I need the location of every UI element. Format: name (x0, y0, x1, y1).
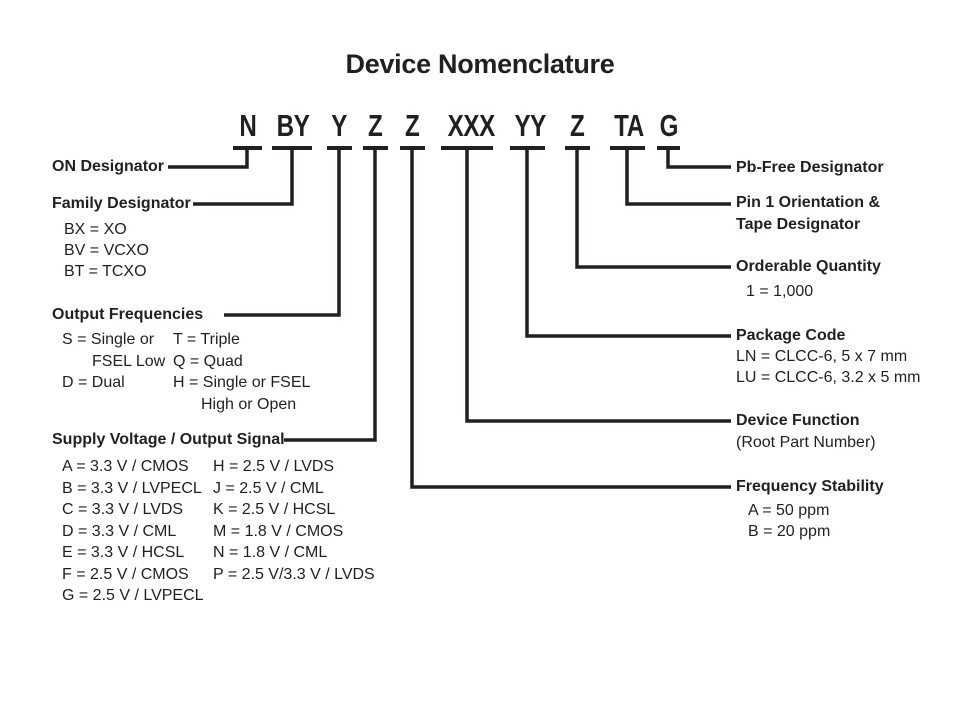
part-segment-frequency-stability-text: Z (405, 108, 420, 143)
diagram-title: Device Nomenclature (345, 49, 615, 79)
part-segment-supply-voltage: Z (363, 108, 388, 150)
supply-item-j: J = 2.5 V / CML (213, 479, 324, 497)
supply-item-c: C = 3.3 V / LVDS (62, 501, 184, 518)
output-freq-item-h-cont: High or Open (201, 395, 297, 413)
package-code-list: LN = CLCC-6, 5 x 7 mm LU = CLCC-6, 3.2 x… (736, 346, 921, 388)
label-device-function-sub: (Root Part Number) (736, 434, 876, 451)
label-package-code: Package Code (736, 327, 846, 344)
supply-item-b: B = 3.3 V / LVPECL (62, 479, 202, 497)
family-item-bt: BT = TCXO (64, 263, 147, 280)
connector-pin1-tape-line (625, 149, 731, 206)
connector-orderable-quantity-line (575, 149, 731, 269)
part-segment-pin1-tape: TA (610, 108, 645, 150)
part-segment-frequency-stability: Z (400, 108, 425, 150)
part-segment-output-frequencies-text: Y (331, 108, 348, 143)
label-output-frequencies: Output Frequencies (52, 306, 204, 323)
supply-item-p: P = 2.5 V/3.3 V / LVDS (213, 565, 375, 583)
output-freq-item-h: H = Single or FSEL (173, 374, 311, 391)
supply-item-k: K = 2.5 V / HCSL (213, 501, 336, 518)
part-segment-orderable-quantity-text: Z (570, 108, 585, 143)
label-pbfree-designator: Pb-Free Designator (736, 159, 884, 176)
frequency-stability-list: A = 50 ppm B = 20 ppm (748, 500, 830, 542)
part-segment-orderable-quantity: Z (565, 108, 590, 150)
output-freq-item-s-cont: FSEL Low (92, 352, 166, 370)
supply-item-m: M = 1.8 V / CMOS (213, 522, 344, 540)
output-freq-item-d: D = Dual (62, 374, 125, 391)
part-segment-pbfree: G (657, 108, 680, 150)
label-family-designator: Family Designator (52, 195, 191, 212)
connector-device-function-line (465, 149, 731, 423)
family-item-bx: BX = XO (64, 221, 127, 238)
supply-item-h: H = 2.5 V / LVDS (213, 458, 335, 475)
package-item-ln: LN = CLCC-6, 5 x 7 mm (736, 348, 908, 365)
freq-stability-item-b: B = 20 ppm (748, 523, 831, 540)
family-designator-list: BX = XO BV = VCXO BT = TCXO (64, 219, 149, 282)
supply-item-n: N = 1.8 V / CML (213, 544, 328, 561)
connector-family-designator-line (193, 149, 294, 206)
output-freq-item-s: S = Single or (62, 331, 155, 348)
connector-on-designator-line (168, 149, 249, 169)
label-pin1-line2: Tape Designator (736, 216, 861, 233)
label-on-designator: ON Designator (52, 158, 165, 175)
part-segment-device-function: XXX (441, 108, 496, 150)
part-segment-pin1-tape-text: TA (614, 108, 644, 143)
connector-output-frequencies-line (224, 149, 341, 317)
connector-package-code-line (525, 149, 731, 338)
label-device-function: Device Function (736, 412, 860, 429)
family-item-bv: BV = VCXO (64, 242, 149, 259)
part-segment-pbfree-text: G (659, 108, 679, 143)
label-orderable-quantity: Orderable Quantity (736, 258, 881, 275)
output-freq-item-q: Q = Quad (173, 352, 243, 370)
part-segment-output-frequencies: Y (327, 108, 352, 150)
supply-item-g: G = 2.5 V / LVPECL (62, 587, 204, 604)
label-frequency-stability: Frequency Stability (736, 478, 884, 495)
label-supply-voltage-output-signal: Supply Voltage / Output Signal (52, 431, 285, 448)
part-segment-family: BY (272, 108, 312, 150)
quantity-item: 1 = 1,000 (746, 283, 814, 300)
supply-item-f: F = 2.5 V / CMOS (62, 565, 189, 583)
package-item-lu: LU = CLCC-6, 3.2 x 5 mm (736, 369, 921, 386)
part-segment-device-function-text: XXX (447, 108, 496, 143)
freq-stability-item-a: A = 50 ppm (748, 502, 830, 519)
part-segment-family-text: BY (276, 108, 310, 143)
supply-item-e: E = 3.3 V / HCSL (62, 544, 185, 561)
supply-voltage-list-col2: H = 2.5 V / LVDS J = 2.5 V / CML K = 2.5… (213, 456, 375, 585)
supply-item-d: D = 3.3 V / CML (62, 522, 177, 540)
label-pin1-line1: Pin 1 Orientation & (736, 194, 881, 211)
part-segment-on: N (233, 108, 262, 150)
connector-frequency-stability-line (410, 149, 731, 489)
part-segment-supply-voltage-text: Z (368, 108, 383, 143)
supply-item-a: A = 3.3 V / CMOS (62, 458, 189, 475)
part-segment-on-text: N (238, 108, 257, 143)
part-segment-package-code-text: YY (514, 108, 546, 143)
part-segment-package-code: YY (510, 108, 546, 150)
supply-voltage-list-col1: A = 3.3 V / CMOS B = 3.3 V / LVPECL C = … (62, 456, 204, 607)
output-freq-item-t: T = Triple (173, 331, 240, 348)
connector-pbfree-line (666, 149, 731, 169)
label-pin1-tape: Pin 1 Orientation & Tape Designator (736, 192, 880, 236)
connector-supply-voltage-line (284, 149, 377, 442)
